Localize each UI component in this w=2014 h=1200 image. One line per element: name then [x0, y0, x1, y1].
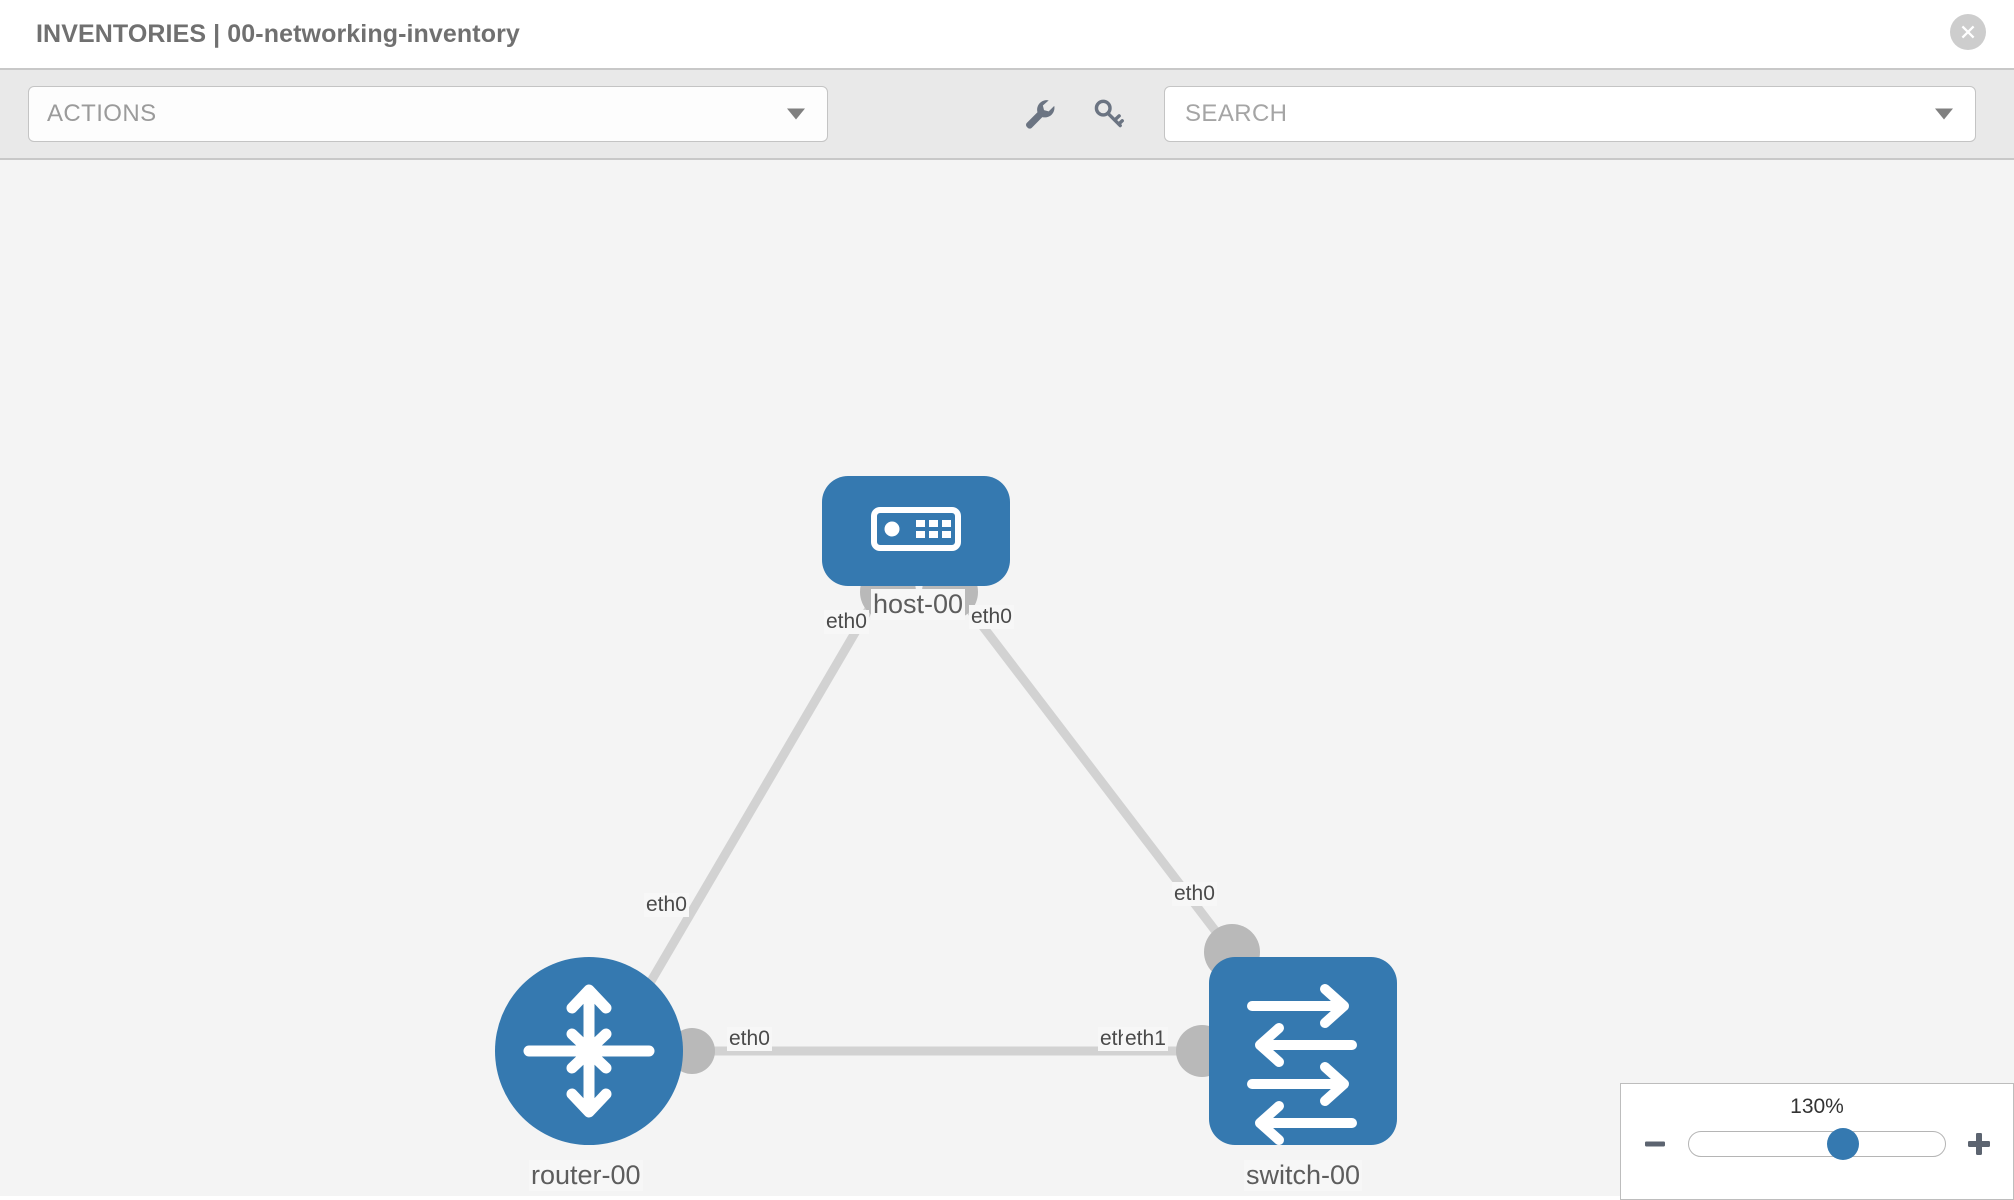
toolbar: ACTIONS — [0, 68, 2014, 160]
actions-dropdown[interactable]: ACTIONS — [28, 86, 828, 142]
iface-label: eth0 — [824, 610, 869, 634]
key-icon[interactable] — [1088, 94, 1128, 134]
search-field[interactable] — [1164, 86, 1976, 142]
minus-icon[interactable] — [1640, 1129, 1670, 1159]
zoom-slider[interactable] — [1688, 1128, 1946, 1160]
zoom-level-value: 130% — [1790, 1095, 1844, 1118]
zoom-slider-row — [1621, 1128, 2013, 1160]
zoom-control-panel: 130% — [1620, 1083, 2014, 1200]
iface-label: eth0 — [727, 1027, 772, 1051]
link-host00-router00 — [636, 587, 884, 1003]
iface-label: eth1 — [1123, 1027, 1168, 1051]
plus-icon[interactable] — [1964, 1129, 1994, 1159]
node-switch-00[interactable] — [1209, 957, 1397, 1145]
iface-label: eth0 — [969, 605, 1014, 629]
server-appliance-icon — [871, 507, 961, 551]
port-anchors — [669, 564, 1260, 1077]
close-icon[interactable] — [1950, 14, 1986, 50]
iface-label: eth0 — [1172, 882, 1217, 906]
page-title: INVENTORIES | 00-networking-inventory — [36, 19, 520, 48]
topology-canvas[interactable]: eth0 eth0 eth0 eth0 eth0 eth eth1 host-0… — [0, 160, 2014, 1196]
chevron-down-icon — [787, 108, 805, 120]
router-arrows-icon — [523, 984, 655, 1118]
node-router-00[interactable] — [495, 957, 683, 1145]
actions-dropdown-label: ACTIONS — [47, 100, 157, 127]
zoom-slider-thumb[interactable] — [1826, 1128, 1859, 1160]
search-chevron-down-icon[interactable] — [1935, 108, 1953, 120]
topology-graph — [495, 476, 1397, 1145]
node-label-router-00: router-00 — [529, 1160, 643, 1191]
node-host-00[interactable] — [822, 476, 1010, 586]
switch-arrows-icon — [1247, 984, 1357, 1145]
toolbar-icon-group — [1020, 94, 1128, 134]
search-input[interactable] — [1183, 99, 1957, 129]
node-label-switch-00: switch-00 — [1244, 1160, 1363, 1191]
wrench-icon[interactable] — [1020, 94, 1060, 134]
page-header: INVENTORIES | 00-networking-inventory — [0, 0, 2014, 68]
iface-label: eth0 — [644, 893, 689, 917]
node-label-host-00: host-00 — [871, 589, 966, 620]
